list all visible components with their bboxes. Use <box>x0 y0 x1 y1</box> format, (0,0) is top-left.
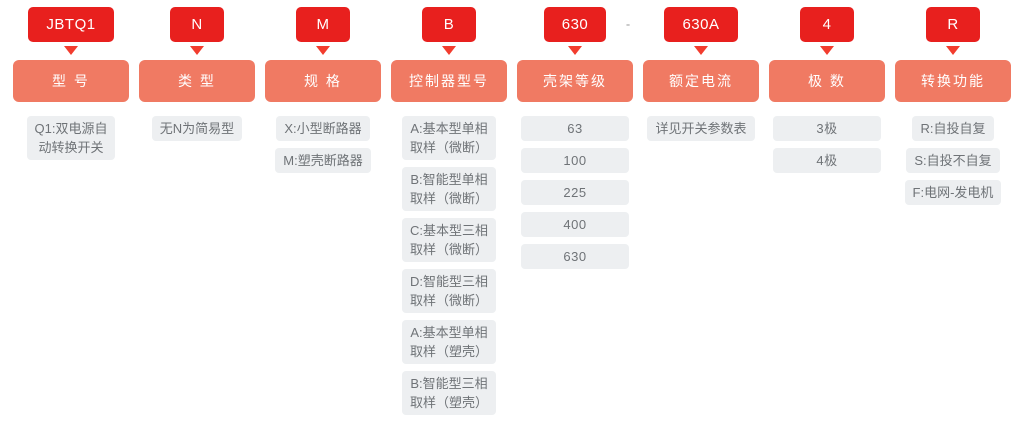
code-badge[interactable]: N <box>170 6 224 42</box>
option-list: R:自投自复 S:自投不自复 F:电网-发电机 <box>890 116 1016 205</box>
header-row: 规 格 <box>260 60 386 102</box>
option-list: X:小型断路器 M:塑壳断路器 <box>260 116 386 173</box>
designation-column: 630 壳架等级 63 100 225 400 630 <box>512 0 638 269</box>
header-row: 类 型 <box>134 60 260 102</box>
option-item[interactable]: 100 <box>521 148 629 173</box>
arrow-down-icon <box>190 45 204 55</box>
field-header: 规 格 <box>265 60 381 102</box>
separator-dash: - <box>625 16 631 32</box>
arrow-row <box>638 42 764 58</box>
option-item[interactable]: 630 <box>521 244 629 269</box>
arrow-down-icon <box>694 45 708 55</box>
field-header: 控制器型号 <box>391 60 507 102</box>
header-row: 型 号 <box>8 60 134 102</box>
option-item[interactable]: 4极 <box>773 148 881 173</box>
option-list: 详见开关参数表 <box>638 116 764 141</box>
header-row: 壳架等级 <box>512 60 638 102</box>
designation-column: B 控制器型号 A:基本型单相 取样（微断） B:智能型单相 取样（微断） C:基本型三… <box>386 0 512 415</box>
option-item[interactable]: C:基本型三相 取样（微断） <box>401 218 496 262</box>
code-badge-row: B <box>386 6 512 42</box>
designation-column: M 规 格 X:小型断路器 M:塑壳断路器 <box>260 0 386 173</box>
code-badge[interactable]: R <box>926 6 980 42</box>
field-header: 额定电流 <box>643 60 759 102</box>
option-item[interactable]: 225 <box>521 180 629 205</box>
option-item[interactable]: 3极 <box>773 116 881 141</box>
option-item[interactable]: A:基本型单相 取样（塑壳） <box>401 320 496 364</box>
option-item[interactable]: 400 <box>521 212 629 237</box>
code-badge-row: R <box>890 6 1016 42</box>
code-badge-row: N <box>134 6 260 42</box>
option-list: A:基本型单相 取样（微断） B:智能型单相 取样（微断） C:基本型三相 取样（微… <box>386 116 512 415</box>
designation-column: - 630A 额定电流详见开关参数表 <box>626 0 764 141</box>
option-list: 63 100 225 400 630 <box>512 116 638 269</box>
code-badge[interactable]: 630 <box>543 6 607 42</box>
option-item[interactable]: D:智能型三相 取样（微断） <box>401 269 496 313</box>
option-item[interactable]: M:塑壳断路器 <box>275 148 371 173</box>
code-badge-row: JBTQ1 <box>8 6 134 42</box>
arrow-row <box>764 42 890 58</box>
code-badge[interactable]: JBTQ1 <box>28 6 114 42</box>
option-item[interactable]: S:自投不自复 <box>906 148 1000 173</box>
option-item[interactable]: R:自投自复 <box>912 116 994 141</box>
arrow-down-icon <box>316 45 330 55</box>
option-item[interactable]: 63 <box>521 116 629 141</box>
option-item[interactable]: B:智能型三相 取样（塑壳） <box>401 371 496 415</box>
designation-column: JBTQ1 型 号 Q1:双电源自 动转换开关 <box>8 0 134 160</box>
field-header: 转换功能 <box>895 60 1011 102</box>
option-item[interactable]: B:智能型单相 取样（微断） <box>401 167 496 211</box>
field-header: 极 数 <box>769 60 885 102</box>
code-badge-row: M <box>260 6 386 42</box>
header-row: 额定电流 <box>638 60 764 102</box>
arrow-row <box>134 42 260 58</box>
option-item[interactable]: 详见开关参数表 <box>647 116 755 141</box>
designation-column: N 类 型无N为简易型 <box>134 0 260 141</box>
option-item[interactable]: X:小型断路器 <box>276 116 370 141</box>
code-badge[interactable]: B <box>422 6 476 42</box>
code-badge[interactable]: 4 <box>800 6 854 42</box>
code-badge-row: - 630A <box>626 6 764 42</box>
header-row: 极 数 <box>764 60 890 102</box>
field-header: 壳架等级 <box>517 60 633 102</box>
header-row: 转换功能 <box>890 60 1016 102</box>
code-badge[interactable]: 630A <box>664 6 738 42</box>
arrow-down-icon <box>820 45 834 55</box>
arrow-row <box>386 42 512 58</box>
option-item[interactable]: 无N为简易型 <box>151 116 243 141</box>
arrow-down-icon <box>568 45 582 55</box>
designation-column: R 转换功能 R:自投自复 S:自投不自复 F:电网-发电机 <box>890 0 1016 205</box>
field-header: 类 型 <box>139 60 255 102</box>
arrow-down-icon <box>442 45 456 55</box>
option-list: 无N为简易型 <box>134 116 260 141</box>
arrow-row <box>512 42 638 58</box>
diagram-columns: JBTQ1 型 号 Q1:双电源自 动转换开关 N 类 型无N为简易型 M 规 格 X:小型断… <box>8 0 1016 447</box>
arrow-row <box>8 42 134 58</box>
code-badge-row: 630 <box>512 6 638 42</box>
code-badge[interactable]: M <box>296 6 350 42</box>
arrow-row <box>260 42 386 58</box>
option-item[interactable]: Q1:双电源自 动转换开关 <box>26 116 116 160</box>
code-badge-row: 4 <box>764 6 890 42</box>
field-header: 型 号 <box>13 60 129 102</box>
option-item[interactable]: F:电网-发电机 <box>904 180 1002 205</box>
option-list: Q1:双电源自 动转换开关 <box>8 116 134 160</box>
option-item[interactable]: A:基本型单相 取样（微断） <box>401 116 496 160</box>
arrow-down-icon <box>64 45 78 55</box>
header-row: 控制器型号 <box>386 60 512 102</box>
arrow-row <box>890 42 1016 58</box>
arrow-down-icon <box>946 45 960 55</box>
